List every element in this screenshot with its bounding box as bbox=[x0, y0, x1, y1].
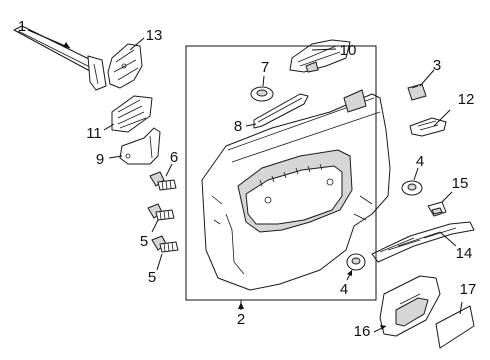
callout-labels: 1 2 3 4 4 5 5 6 7 8 9 10 11 12 13 14 15 … bbox=[18, 18, 477, 340]
callout-7: 7 bbox=[261, 59, 269, 76]
screw-icon bbox=[149, 171, 177, 191]
callout-10: 10 bbox=[340, 42, 357, 59]
callout-5-lower: 5 bbox=[148, 269, 156, 286]
grille-bracket-icon bbox=[111, 95, 153, 133]
callout-4-right: 4 bbox=[416, 153, 424, 170]
callout-16: 16 bbox=[354, 323, 371, 340]
callout-8: 8 bbox=[234, 118, 242, 135]
screw-icon bbox=[151, 235, 179, 253]
callout-3: 3 bbox=[433, 57, 441, 74]
assembly-frame bbox=[185, 45, 377, 301]
leader-lines bbox=[27, 29, 463, 333]
callout-15: 15 bbox=[452, 175, 469, 192]
cover-plate-icon bbox=[435, 305, 475, 349]
screw-icon bbox=[147, 203, 175, 221]
sill-molding-icon bbox=[371, 221, 475, 263]
callout-5-upper: 5 bbox=[140, 233, 148, 250]
retainer-clip-icon bbox=[409, 117, 447, 137]
callout-13: 13 bbox=[146, 27, 163, 44]
trim-strip-icon bbox=[253, 93, 309, 129]
callout-9: 9 bbox=[96, 151, 104, 168]
support-bracket-icon bbox=[107, 43, 143, 89]
pull-handle-icon bbox=[379, 275, 441, 337]
callout-6: 6 bbox=[170, 149, 178, 166]
callout-11: 11 bbox=[86, 125, 102, 142]
upper-bracket-icon bbox=[289, 39, 351, 73]
liftgate-trim-panel-icon bbox=[201, 89, 391, 291]
callout-12: 12 bbox=[458, 91, 475, 108]
bumper-cap-icon bbox=[407, 83, 427, 101]
round-clip-icon bbox=[250, 86, 274, 102]
callout-14: 14 bbox=[456, 245, 473, 262]
callout-17: 17 bbox=[460, 281, 477, 298]
push-retainer-icon bbox=[401, 180, 423, 196]
mounting-bracket-icon bbox=[119, 127, 161, 165]
callout-4-lower: 4 bbox=[340, 281, 348, 298]
weatherstrip-icon bbox=[13, 25, 107, 91]
callout-2: 2 bbox=[237, 311, 245, 328]
callout-1: 1 bbox=[18, 18, 26, 35]
push-retainer-icon bbox=[346, 253, 366, 271]
small-clip-icon bbox=[427, 201, 447, 217]
